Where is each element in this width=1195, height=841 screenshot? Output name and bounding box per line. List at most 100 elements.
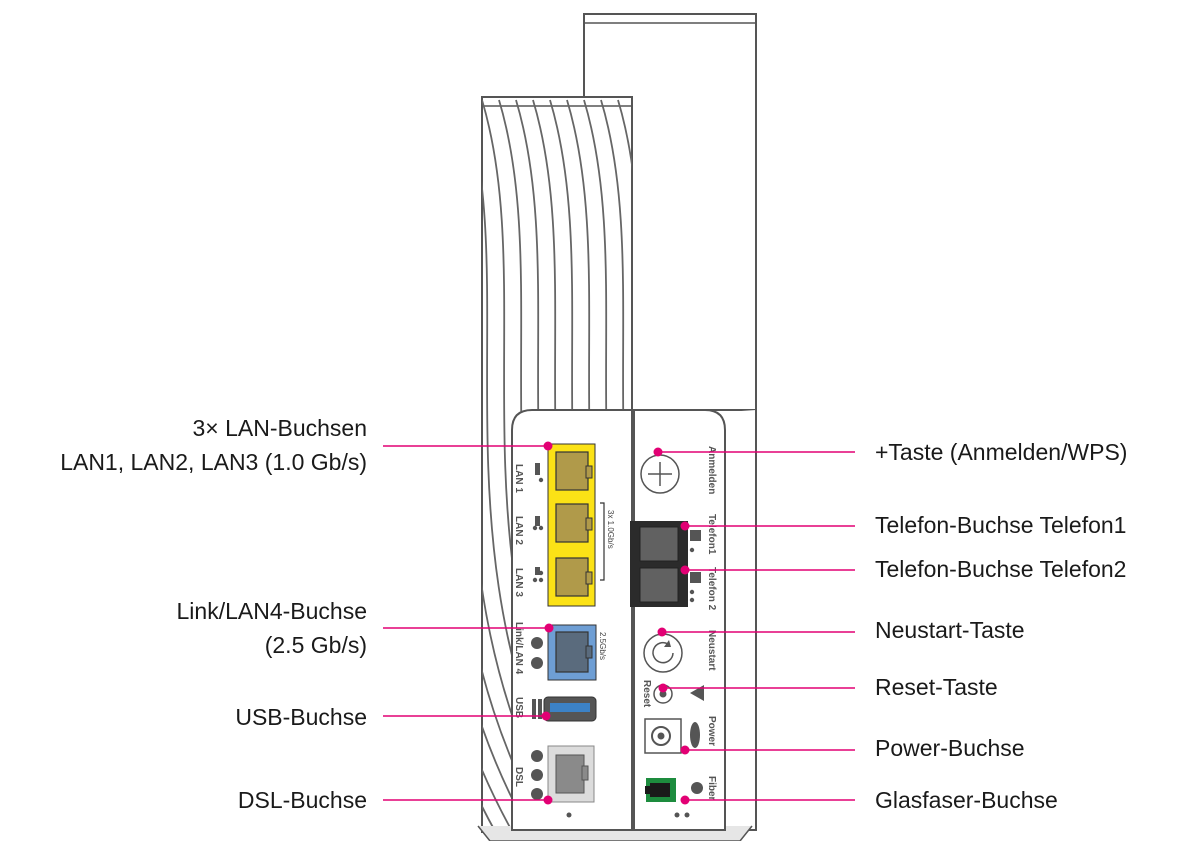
- dsl-port: [547, 745, 595, 803]
- body-rib: [958, 100, 1078, 840]
- callout-link-line1: Link/LAN4-Buchse: [176, 598, 368, 624]
- callout-dsl-buchse: DSL-Buchse: [238, 783, 367, 817]
- leader-dot-reset: [658, 683, 668, 693]
- leader-dot-neustart: [657, 627, 667, 637]
- callout-power-line1: Power-Buchse: [875, 735, 1025, 761]
- body-rib: [924, 100, 1044, 840]
- callout-usb-buchse: USB-Buchse: [235, 700, 367, 734]
- body-rib: [1009, 100, 1129, 840]
- body-rib: [1077, 100, 1195, 840]
- leader-dot-lan: [543, 441, 553, 451]
- callout-lan-line2: LAN1, LAN2, LAN3 (1.0 Gb/s): [60, 449, 367, 475]
- body-rib: [0, 100, 24, 840]
- body-rib: [1043, 100, 1163, 840]
- body-rib: [873, 100, 993, 840]
- wps-button: [640, 454, 680, 494]
- body-rib: [1111, 100, 1195, 840]
- body-rib: [1094, 100, 1195, 840]
- lan-port-2: [555, 503, 593, 543]
- body-rib: [975, 100, 1095, 840]
- body-rib: [363, 100, 483, 840]
- callout-fiber-line1: Glasfaser-Buchse: [875, 787, 1058, 813]
- callout-tel1-line1: Telefon-Buchse Telefon1: [875, 512, 1127, 538]
- lan-indicators: [532, 463, 544, 583]
- dsl-label: DSL: [513, 767, 524, 787]
- usb-port: [543, 696, 597, 722]
- body-rib: [0, 100, 7, 840]
- body-rib: [992, 100, 1112, 840]
- body-rib: [839, 100, 959, 840]
- link-indicators: [531, 637, 543, 669]
- telefon-indicators: [689, 530, 701, 603]
- link-lan4-label: Link/LAN 4: [513, 622, 524, 675]
- body-rib: [482, 667, 548, 832]
- usb-label: USB: [513, 697, 524, 718]
- body-rib: [890, 100, 1010, 840]
- callout-wps-line1: +Taste (Anmelden/WPS): [875, 439, 1128, 465]
- body-rib: [0, 100, 41, 840]
- callout-lan-buchsen: 3× LAN-Buchsen LAN1, LAN2, LAN3 (1.0 Gb/…: [60, 411, 367, 479]
- leader-dot-power: [680, 745, 690, 755]
- dsl-indicators: [531, 750, 543, 800]
- callout-telefon2-buchse: Telefon-Buchse Telefon2: [875, 552, 1126, 586]
- body-rib: [771, 100, 891, 840]
- leader-dot-dsl: [543, 795, 553, 805]
- fiber-indicators: [674, 782, 703, 818]
- reset-label: Reset: [641, 680, 652, 708]
- callout-reset-taste: Reset-Taste: [875, 670, 998, 704]
- body-rib: [788, 100, 908, 840]
- callout-neustart-taste: Neustart-Taste: [875, 613, 1025, 647]
- callout-leader-lines: [383, 441, 855, 805]
- neustart-button: [643, 633, 683, 673]
- body-rib: [856, 100, 976, 840]
- lan-port-1: [555, 451, 593, 491]
- body-rib: [941, 100, 1061, 840]
- leader-dot-tel1: [680, 521, 690, 531]
- body-rib: [1179, 100, 1195, 840]
- body-rib: [805, 100, 925, 840]
- leader-dot-fiber: [680, 795, 690, 805]
- callout-telefon1-buchse: Telefon-Buchse Telefon1: [875, 508, 1126, 542]
- link-lan4-port: [547, 624, 597, 681]
- lan-port-3: [555, 557, 593, 597]
- reset-button: [653, 684, 704, 704]
- link-speed-label: 2.5Gb/s: [598, 632, 607, 660]
- callout-usb-line1: USB-Buchse: [235, 704, 367, 730]
- lan1-label: LAN 1: [513, 464, 524, 493]
- telefon1-label: Telefon1: [706, 514, 717, 555]
- anmelden-label: Anmelden: [706, 446, 717, 494]
- body-rib: [1128, 100, 1195, 840]
- body-rib: [0, 100, 58, 840]
- lan-speed-label: 3x 1.0Gb/s: [606, 510, 615, 549]
- lan3-label: LAN 3: [513, 568, 524, 597]
- leader-dot-wps: [653, 447, 663, 457]
- callout-lan-line1: 3× LAN-Buchsen: [192, 415, 367, 441]
- leader-dot-tel2: [680, 565, 690, 575]
- callout-glasfaser-buchse: Glasfaser-Buchse: [875, 783, 1058, 817]
- callout-power-buchse: Power-Buchse: [875, 731, 1025, 765]
- callout-wps-taste: +Taste (Anmelden/WPS): [875, 435, 1127, 469]
- callout-link-line2: (2.5 Gb/s): [264, 632, 367, 658]
- neustart-label: Neustart: [706, 630, 717, 671]
- lan2-label: LAN 2: [513, 516, 524, 545]
- telefon2-label: Telefon 2: [706, 567, 717, 611]
- usb-indicators: [532, 699, 542, 719]
- body-rib: [907, 100, 1027, 840]
- body-rib: [1026, 100, 1146, 840]
- power-label: Power: [706, 716, 717, 746]
- power-socket: [644, 718, 700, 754]
- lan-port-block: [547, 443, 596, 607]
- body-rib: [754, 100, 874, 840]
- fiber-socket: [645, 778, 676, 802]
- left-connector-panel: 3x 1.0Gb/s LAN 1 LAN 2 LAN 3 2.5Gb/s Lin…: [511, 409, 633, 831]
- callout-link-lan4-buchse: Link/LAN4-Buchse (2.5 Gb/s): [177, 594, 368, 662]
- callout-tel2-line1: Telefon-Buchse Telefon2: [875, 556, 1127, 582]
- callout-dsl-line1: DSL-Buchse: [237, 787, 367, 813]
- right-connector-panel: Anmelden Telefon1 Telefon 2 Neustart: [630, 409, 726, 831]
- telefon-port-block: [630, 521, 688, 607]
- callout-reset-line1: Reset-Taste: [875, 674, 998, 700]
- leader-dot-usb: [541, 711, 551, 721]
- fiber-label: Fiber: [706, 776, 717, 801]
- callout-neustart-line1: Neustart-Taste: [875, 617, 1025, 643]
